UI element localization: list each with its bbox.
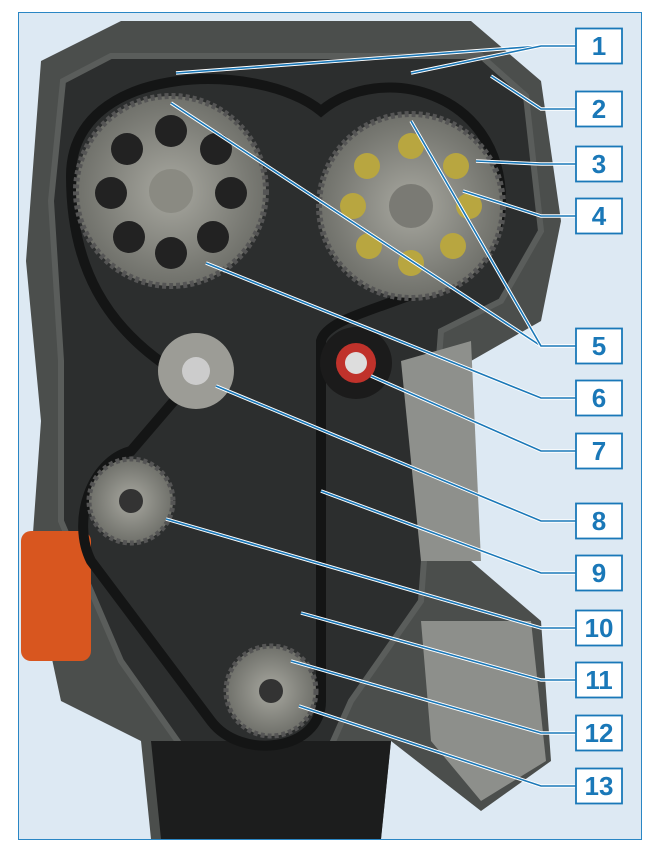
- sprocket-holes: [95, 115, 247, 269]
- callout-box: [575, 379, 623, 417]
- callout-number: 2: [592, 94, 606, 124]
- callout-number: 6: [592, 383, 606, 413]
- callout-box: [575, 432, 623, 470]
- sprocket-slots: [340, 133, 482, 276]
- callout-number: 3: [592, 149, 606, 179]
- callout-box: [575, 327, 623, 365]
- callout-number: 7: [592, 436, 606, 466]
- callout-box: [575, 661, 623, 699]
- callout-box: [575, 90, 623, 128]
- leader-line: [300, 612, 576, 681]
- leader-line: [410, 45, 576, 74]
- callout-box: [575, 145, 623, 183]
- callout-number: 12: [585, 718, 614, 748]
- callout-box: [575, 27, 623, 65]
- callout-box: [575, 197, 623, 235]
- leader-line: [165, 518, 576, 629]
- leader-line: [215, 385, 576, 522]
- leader-line: [298, 705, 576, 787]
- leader-line: [290, 660, 576, 734]
- leader-line: [490, 75, 576, 110]
- callout-number: 8: [592, 506, 606, 536]
- leader-line: [320, 490, 576, 574]
- callout-number: 13: [585, 771, 614, 801]
- callout-number: 11: [585, 665, 613, 695]
- leader-line: [410, 120, 576, 347]
- callout-number: 1: [592, 31, 606, 61]
- callout-box: [575, 554, 623, 592]
- callout-box: [575, 714, 623, 752]
- callout-number: 5: [592, 331, 606, 361]
- oil-filter: [21, 531, 91, 661]
- leader-line: [205, 262, 576, 399]
- callout-box: [575, 767, 623, 805]
- leader-line: [475, 160, 576, 165]
- leader-line: [370, 375, 576, 452]
- alternator-bracket: [401, 341, 481, 561]
- callout-number: 10: [585, 613, 614, 643]
- callout-number: 4: [592, 201, 607, 231]
- leader-line: [462, 190, 576, 217]
- callout-number: 9: [592, 558, 606, 588]
- callout-box: [575, 502, 623, 540]
- callout-box: [575, 609, 623, 647]
- oil-pan: [151, 741, 391, 839]
